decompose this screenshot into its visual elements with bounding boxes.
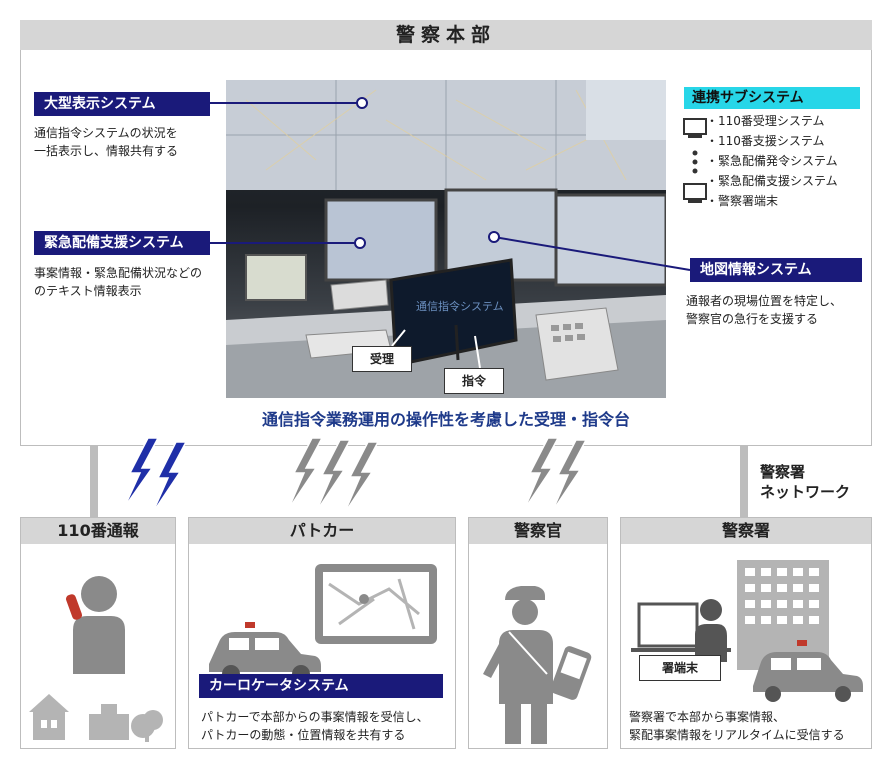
connector-map xyxy=(493,236,691,271)
desc-line: 一括表示し、情報共有する xyxy=(34,144,179,158)
desc-police-station: 警察署で本部から事案情報、 緊配事案情報をリアルタイムに受信する xyxy=(629,708,871,744)
radio-lightning-icon xyxy=(123,438,188,515)
console-caption: 通信指令業務運用の操作性を考慮した受理・指令台 xyxy=(261,410,630,429)
card-police-officer: 警察官 xyxy=(468,517,608,749)
desc-patrol-car: パトカーで本部からの事案情報を受信し、 パトカーの動態・位置情報を共有する xyxy=(201,708,453,744)
list-item: ・緊急配備支援システム xyxy=(706,174,838,188)
label-car-locator-system: カーロケータシステム xyxy=(199,674,443,698)
caller-icon xyxy=(29,576,163,742)
card-title: パトカー xyxy=(189,518,455,544)
list-item: ・警察署端末 xyxy=(706,194,779,208)
desc-line: 通報者の現場位置を特定し、 xyxy=(686,294,843,308)
svg-text:通信指令システム: 通信指令システム xyxy=(416,299,504,313)
card-police-station: 警察署 署端末 警察署で本部から事案情報、 緊配事案情報をリアルタイムに受信する xyxy=(620,517,872,749)
desc-line: 緊配事案情報をリアルタイムに受信する xyxy=(629,728,845,742)
label-emergency-deploy-system: 緊急配備支援システム xyxy=(34,231,210,255)
card-title: 110番通報 xyxy=(21,518,175,544)
card-title: 警察署 xyxy=(621,518,871,544)
label-map-system: 地図情報システム xyxy=(690,258,862,282)
hq-title: 警察本部 xyxy=(20,20,872,50)
pc-icon xyxy=(682,117,708,145)
station-network-label: 警察署 ネットワーク xyxy=(760,462,850,502)
network-label-line: 警察署 xyxy=(760,463,806,481)
card-title: 警察官 xyxy=(469,518,607,544)
radio-lightning-icon xyxy=(523,438,588,513)
list-item: ・110番受理システム xyxy=(706,114,825,128)
desc-emergency-deploy: 事案情報・緊急配備状況などの のテキスト情報表示 xyxy=(34,264,224,300)
desc-line: のテキスト情報表示 xyxy=(34,284,142,298)
link-bar-report xyxy=(90,446,98,520)
connector-dot xyxy=(356,97,368,109)
desc-large-display: 通信指令システムの状況を 一括表示し、情報共有する xyxy=(34,124,224,160)
patrol-car-icon xyxy=(209,564,437,683)
label-linked-subsystem: 連携サブシステム xyxy=(684,87,860,109)
desc-line: パトカーの動態・位置情報を共有する xyxy=(201,728,406,742)
label-large-display-system: 大型表示システム xyxy=(34,92,210,116)
police-station-icon xyxy=(631,560,863,702)
radio-lightning-icon xyxy=(287,438,380,515)
desc-line: 通信指令システムの状況を xyxy=(34,126,178,140)
linked-subsystem-list: ・110番受理システム ・110番支援システム ・緊急配備発令システム ・緊急配… xyxy=(706,111,876,211)
connector-dot xyxy=(488,231,500,243)
list-item: ・緊急配備発令システム xyxy=(706,154,838,168)
desc-line: 事案情報・緊急配備状況などの xyxy=(34,266,203,280)
list-item: ・110番支援システム xyxy=(706,134,825,148)
desc-map-system: 通報者の現場位置を特定し、 警察官の急行を支援する xyxy=(686,292,876,328)
card-patrol-car: パトカー カーロケータシステム パトカーで本部からの事案情報を受信し、 パトカー… xyxy=(188,517,456,749)
link-bar-station xyxy=(740,446,748,520)
connector-dot xyxy=(354,237,366,249)
desc-line: 警察官の急行を支援する xyxy=(686,312,819,326)
network-label-line: ネットワーク xyxy=(760,483,851,501)
callout-juri: 受理 xyxy=(352,346,412,372)
police-officer-icon xyxy=(483,586,592,744)
callout-shirei: 指令 xyxy=(444,368,504,394)
vertical-dots-icon xyxy=(690,148,700,182)
command-room-photo: 通信指令システム xyxy=(226,80,666,398)
pc-icon xyxy=(682,182,708,210)
card-110-report: 110番通報 xyxy=(20,517,176,749)
desc-line: 警察署で本部から事案情報、 xyxy=(629,710,786,724)
station-terminal-label: 署端末 xyxy=(639,655,721,681)
desc-line: パトカーで本部からの事案情報を受信し、 xyxy=(201,710,429,724)
